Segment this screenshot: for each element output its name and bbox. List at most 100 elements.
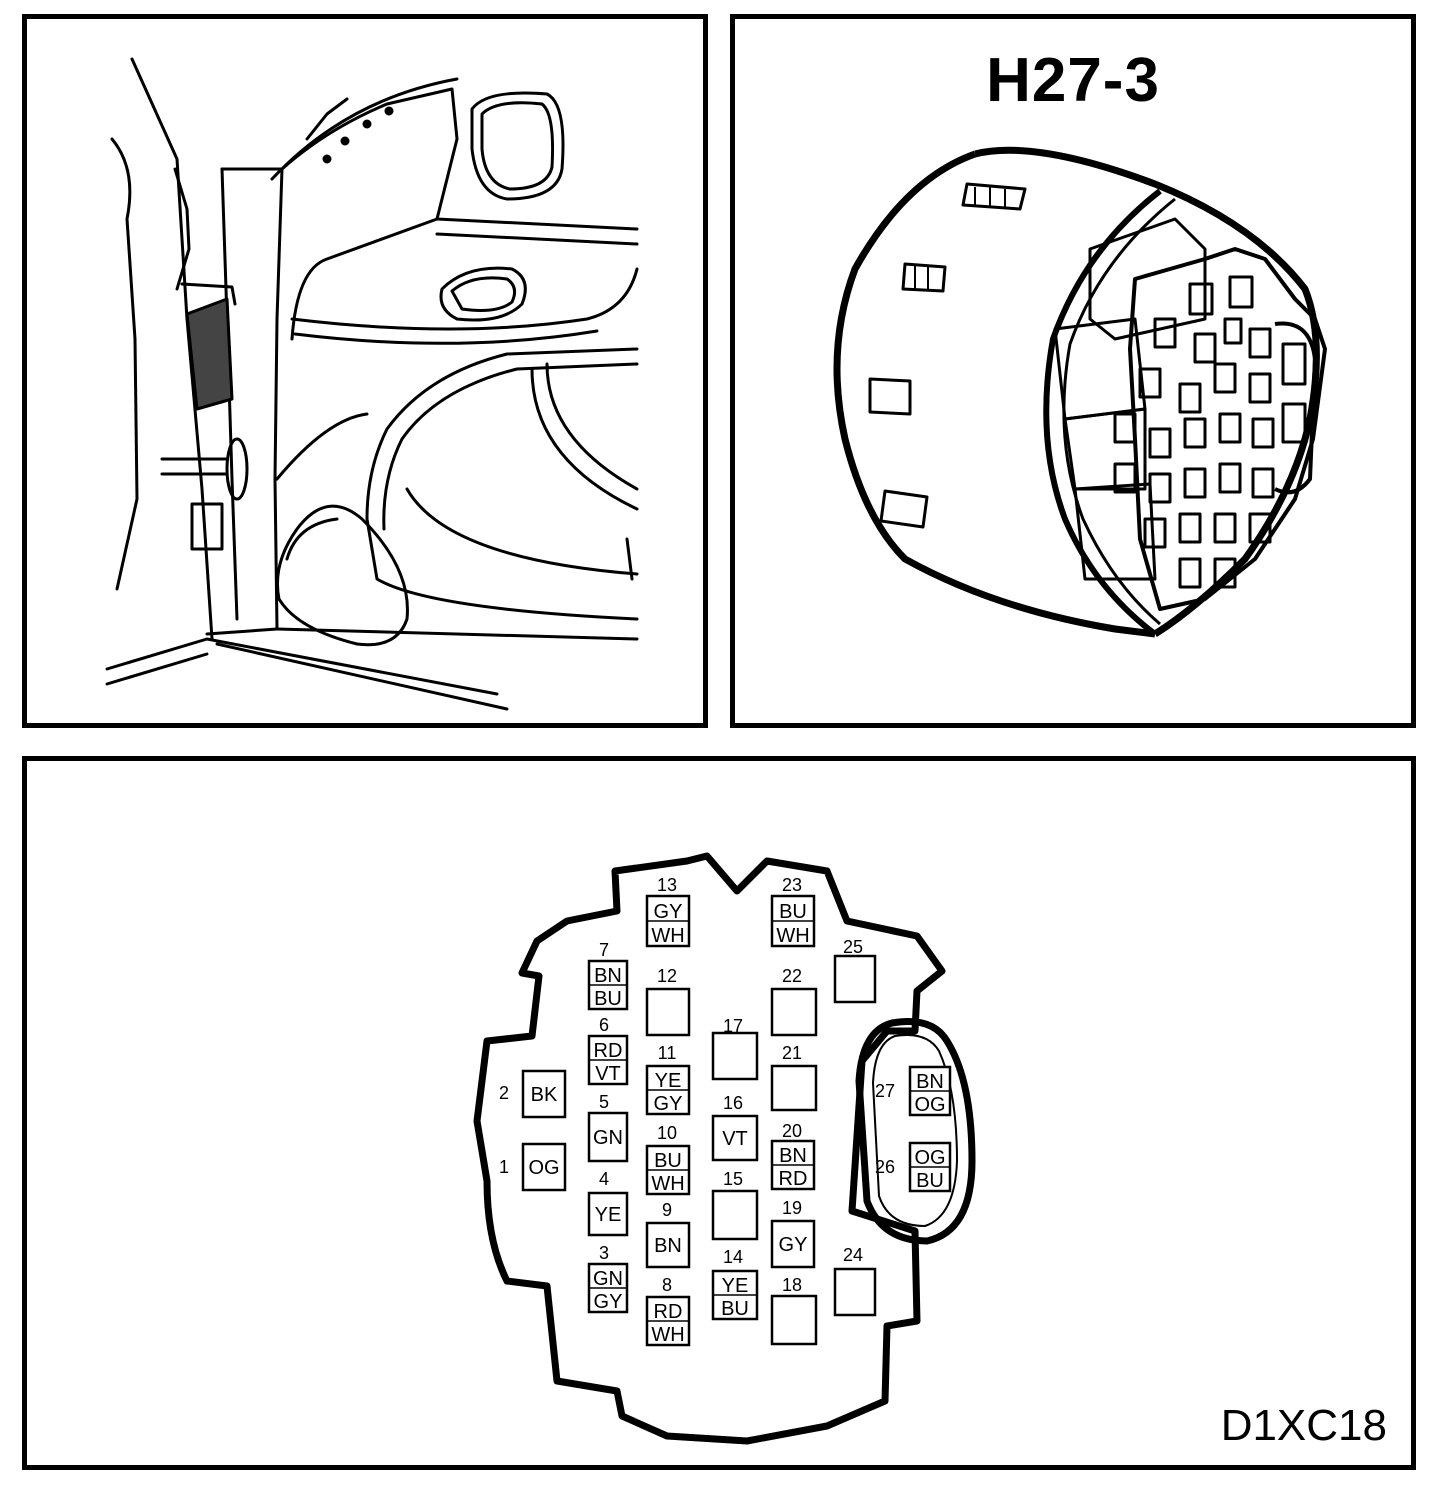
location-view-panel (22, 14, 708, 728)
pin-number: 6 (599, 1015, 609, 1035)
pin-number: 3 (599, 1243, 609, 1263)
wire-color-label: BN (654, 1235, 682, 1257)
wire-color-label: GN (593, 1268, 623, 1290)
pin-number: 4 (599, 1169, 609, 1189)
pin-number: 5 (599, 1092, 609, 1112)
pin-number: 19 (782, 1198, 802, 1218)
wire-color-label: OG (528, 1157, 559, 1179)
wire-color-label: GY (654, 901, 683, 923)
pin-box (770, 1219, 816, 1269)
pin-number: 11 (658, 1043, 677, 1063)
pin-number: 12 (657, 966, 677, 986)
pin-number: 23 (782, 875, 802, 895)
pin-number: 18 (782, 1275, 802, 1295)
wire-color-label: GN (593, 1127, 623, 1149)
pin-number: 20 (782, 1121, 802, 1141)
pin-number: 24 (843, 1245, 863, 1265)
pin-cavity-12: 12 (645, 966, 691, 1037)
wire-stripe-label: BU (721, 1298, 749, 1320)
wire-stripe-label: WH (651, 1324, 684, 1346)
wire-stripe-label: VT (595, 1063, 621, 1085)
pin-box (711, 1031, 759, 1081)
pin-box (645, 1221, 691, 1269)
pin-box (770, 1294, 818, 1346)
wire-color-label: RD (594, 1040, 623, 1062)
pin-box (770, 1064, 818, 1112)
pin-box (711, 1189, 759, 1241)
pin-number: 22 (782, 966, 802, 986)
pin-number: 15 (723, 1169, 743, 1189)
pin-box (587, 1191, 629, 1237)
wire-color-label: BN (594, 965, 622, 987)
wire-color-label: GY (779, 1234, 808, 1256)
pin-cavity-25: 25 (833, 937, 877, 1004)
pin-cavity-15: 15 (711, 1169, 759, 1241)
wire-color-label: YE (655, 1070, 682, 1092)
wire-color-label: OG (914, 1147, 945, 1169)
connector-outline (473, 852, 946, 1445)
wire-stripe-label: WH (651, 925, 684, 947)
pin-cavity-21: 21 (770, 1043, 818, 1112)
wire-stripe-label: BU (916, 1170, 944, 1192)
pin-number: 25 (843, 937, 863, 957)
pin-box (587, 1111, 629, 1163)
pin-number: 17 (723, 1016, 743, 1036)
figure-code: D1XC18 (1220, 1401, 1387, 1450)
pin-number: 21 (782, 1043, 802, 1063)
wire-color-label: BN (916, 1071, 944, 1093)
wire-stripe-label: RD (779, 1168, 808, 1190)
pin-cavity-24: 24 (833, 1245, 877, 1317)
wire-color-label: BN (779, 1145, 807, 1167)
pin-box (521, 1069, 567, 1119)
pin-cavity-4: 4YE (587, 1169, 629, 1237)
connector-title: H27-3 (986, 46, 1160, 115)
wire-color-label: YE (722, 1275, 749, 1297)
wire-stripe-label: GY (654, 1093, 683, 1115)
pin-number: 7 (599, 940, 609, 960)
pin-box (770, 987, 818, 1037)
pin-number: 10 (657, 1123, 677, 1143)
door-area-illustration (105, 57, 639, 711)
connector-view-panel: H27-3 (730, 14, 1416, 728)
pin-box (521, 1142, 567, 1192)
pin-number: 26 (875, 1157, 895, 1177)
wire-stripe-label: WH (776, 925, 809, 947)
pin-cavity-5: 5GN (587, 1092, 629, 1163)
wire-color-label: VT (722, 1128, 748, 1150)
wire-color-label: BU (654, 1150, 682, 1172)
pin-box (833, 954, 877, 1004)
wire-stripe-label: OG (914, 1094, 945, 1116)
pin-number: 16 (723, 1093, 743, 1113)
connector-3d-illustration (833, 146, 1327, 638)
pin-cavity-22: 22 (770, 966, 818, 1037)
wire-stripe-label: BU (594, 988, 622, 1010)
pin-number: 8 (662, 1275, 672, 1295)
pin-box (645, 987, 691, 1037)
pin-number: 13 (657, 875, 677, 895)
pin-cavity-17: 17 (711, 1016, 759, 1081)
pin-number: 27 (875, 1081, 895, 1101)
wire-color-label: BK (531, 1084, 558, 1106)
pin-box (711, 1114, 759, 1162)
wire-color-label: RD (654, 1301, 683, 1323)
wire-stripe-label: WH (651, 1173, 684, 1195)
pin-cavity-18: 18 (770, 1275, 818, 1346)
wire-color-label: BU (779, 901, 807, 923)
